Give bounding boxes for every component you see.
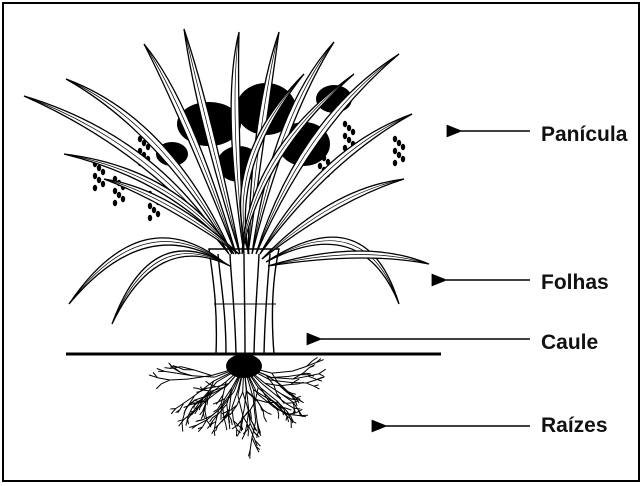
rice-grain <box>156 211 160 217</box>
root-strand <box>299 400 303 402</box>
rice-grain <box>101 181 105 187</box>
root-strand <box>197 420 202 421</box>
root-strand <box>319 374 324 377</box>
rice-grain <box>401 144 405 150</box>
root-strand <box>212 430 214 434</box>
root-strand <box>266 375 280 384</box>
root-strand <box>306 373 311 374</box>
root-strand <box>188 419 189 424</box>
rice-grain <box>347 137 351 143</box>
root-strand <box>250 410 251 416</box>
label-raizes: Raízes <box>541 415 608 436</box>
rice-grain <box>318 151 322 157</box>
root-strand <box>175 368 180 372</box>
rice-grain <box>121 196 125 202</box>
root-strand <box>287 408 292 410</box>
root-strand <box>295 379 299 381</box>
root-strand <box>314 386 319 389</box>
label-panicula: Panícula <box>541 124 627 145</box>
root-strand <box>200 412 203 415</box>
root-strand <box>306 380 316 383</box>
rice-grain <box>113 200 117 206</box>
root-strand <box>214 430 215 436</box>
root-strand <box>313 357 318 360</box>
rice-grain <box>343 133 347 139</box>
rice-grain <box>101 169 105 175</box>
label-folhas: Folhas <box>541 272 609 293</box>
root-strand <box>257 401 263 410</box>
root-strand <box>297 396 301 397</box>
figure-frame: Panícula Folhas Caule Raízes <box>2 2 640 482</box>
root-strand <box>158 378 170 380</box>
rice-grain <box>393 160 397 166</box>
rice-grain <box>148 203 152 209</box>
rice-grain <box>93 185 97 191</box>
root-strand <box>170 379 188 380</box>
rice-grain <box>401 156 405 162</box>
rice-grain <box>397 152 401 158</box>
root-strand <box>171 409 175 414</box>
root-strand <box>314 385 318 386</box>
root-strand <box>308 376 316 379</box>
root-strand <box>182 423 183 432</box>
rice-grain <box>97 177 101 183</box>
root-strand <box>264 417 266 422</box>
root-strand <box>231 420 232 425</box>
rice-grain <box>113 188 117 194</box>
root-strand <box>288 412 296 414</box>
rice-grain <box>351 129 355 135</box>
root-strand <box>306 383 314 386</box>
root-strand <box>164 368 171 369</box>
root-strand <box>272 371 293 373</box>
stem-drawing <box>209 249 279 354</box>
root-strand <box>161 380 170 384</box>
rice-grain <box>322 155 326 161</box>
rice-grain <box>152 207 156 213</box>
root-strand <box>280 384 291 385</box>
root-strand <box>193 388 197 389</box>
rice-grain <box>318 163 322 169</box>
rice-grain <box>93 173 97 179</box>
label-caule: Caule <box>541 332 598 353</box>
root-strand <box>292 366 306 371</box>
root-strand <box>165 371 177 373</box>
root-strand <box>319 369 326 373</box>
rice-grain <box>343 121 347 127</box>
root-strand <box>203 414 204 418</box>
root-strand <box>156 384 161 389</box>
rice-grain <box>148 215 152 221</box>
root-strand <box>286 403 294 408</box>
rice-grain <box>393 136 397 142</box>
rice-plant-illustration <box>4 4 642 484</box>
root-strand <box>182 410 185 422</box>
rice-grain <box>347 125 351 131</box>
root-strand <box>250 438 252 450</box>
root-strand <box>303 367 309 373</box>
rice-grain <box>97 165 101 171</box>
root-strand <box>226 425 227 430</box>
crown-base <box>226 354 262 378</box>
root-strand <box>218 419 224 425</box>
root-strand <box>201 414 203 419</box>
root-strand <box>308 375 313 376</box>
root-strand <box>251 420 254 425</box>
rice-grain <box>397 140 401 146</box>
root-strand <box>268 413 272 414</box>
root-strand <box>238 395 243 416</box>
rice-grain <box>117 192 121 198</box>
root-strand <box>270 380 291 383</box>
rice-grain <box>393 148 397 154</box>
leaf <box>248 32 279 254</box>
root-strand <box>194 370 212 376</box>
root-strand <box>205 398 206 411</box>
root-strand <box>206 381 210 384</box>
leaf <box>266 237 399 304</box>
root-strand <box>232 408 234 421</box>
